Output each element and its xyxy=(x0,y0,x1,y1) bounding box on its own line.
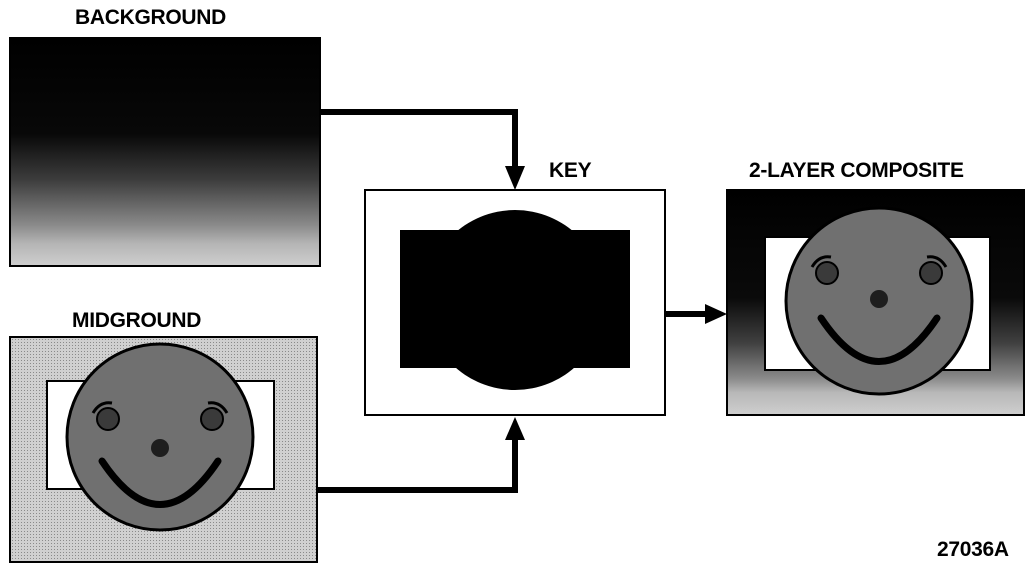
background-panel xyxy=(9,37,321,267)
midground-panel xyxy=(9,336,318,563)
arrow-background-to-key xyxy=(320,109,525,190)
composite-smiley-face-icon xyxy=(784,206,974,396)
arrow-key-to-composite xyxy=(665,304,727,324)
background-label: BACKGROUND xyxy=(75,6,226,29)
smiley-face-icon xyxy=(65,342,255,532)
key-panel xyxy=(364,189,666,416)
key-label: KEY xyxy=(549,159,592,182)
midground-label: MIDGROUND xyxy=(72,309,202,332)
composite-label: 2-LAYER COMPOSITE xyxy=(749,159,964,182)
key-matte-circle xyxy=(425,210,605,390)
figure-id-label: 27036A xyxy=(937,538,1009,561)
arrow-midground-to-key xyxy=(317,417,525,493)
composite-panel xyxy=(726,189,1025,416)
